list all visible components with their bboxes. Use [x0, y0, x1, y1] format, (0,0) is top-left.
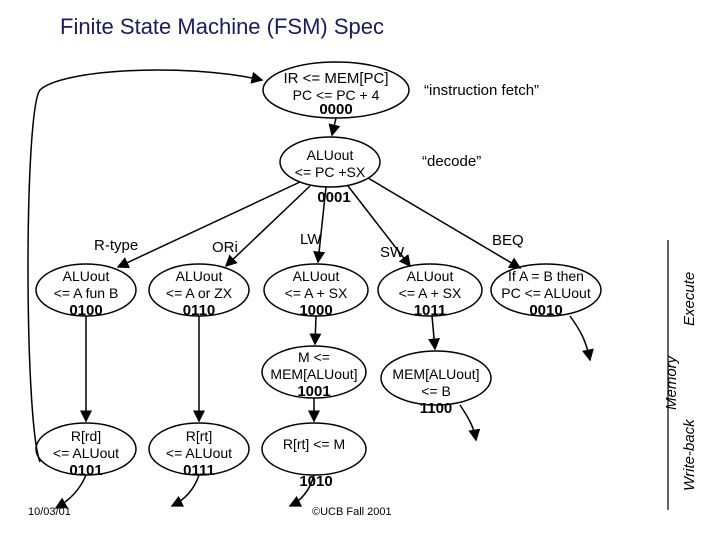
arrow-sw-return	[459, 404, 481, 442]
state-sw-exec: ALUout <= A + SX 1011	[378, 268, 482, 319]
state-lw-wb-code: 1010	[299, 473, 333, 490]
footer-copyright: ©UCB Fall 2001	[312, 506, 392, 518]
state-lw-mem: M <= MEM[ALUout] 1001	[262, 349, 366, 400]
state-rtype-exec-line2: <= A fun B	[53, 285, 119, 301]
phase-label-execute: Execute	[681, 271, 698, 326]
arrow-beq-return	[569, 315, 594, 362]
state-decode-line1: ALUout	[306, 147, 354, 163]
phase-label-memory: Memory	[663, 355, 680, 410]
state-lw-mem-line2: MEM[ALUout]	[270, 366, 358, 382]
state-ori-exec-line1: ALUout	[175, 268, 223, 284]
arrow-decode-beq	[367, 177, 522, 269]
branch-label-lw: LW	[300, 231, 322, 248]
state-sw-mem-ellipse	[380, 350, 492, 406]
arrow-decode-sw	[347, 185, 411, 268]
state-fetch-line2: PC <= PC + 4	[292, 87, 380, 103]
state-decode-line2: <= PC +SX	[294, 164, 366, 180]
state-fetch-code: 0000	[319, 101, 353, 118]
state-sw-exec-line1: ALUout	[406, 268, 454, 284]
arrow-sw-exec-mem	[428, 315, 441, 351]
arrow-decode-ori	[224, 185, 311, 268]
state-sw-mem-line1: MEM[ALUout]	[392, 366, 480, 382]
state-rtype-exec-code: 0100	[69, 302, 103, 319]
state-sw-exec-line2: <= A + SX	[398, 285, 462, 301]
annotation-decode: “decode”	[422, 153, 482, 170]
state-beq-exec-line1: If A = B then	[508, 268, 584, 284]
state-ori-exec-line2: <= A or ZX	[165, 285, 233, 301]
state-sw-mem-line2: <= B	[421, 383, 451, 399]
arrow-decode-lw	[313, 186, 327, 264]
phase-label-writeback: Write-back	[681, 419, 698, 491]
state-lw-wb: R[rt] <= M	[262, 436, 366, 453]
state-rtype-wb-line1: R[rd]	[70, 428, 102, 444]
arrow-decode-rtype	[116, 181, 301, 268]
branch-label-ori: ORi	[212, 239, 238, 256]
state-fetch: IR <= MEM[PC] PC <= PC + 4	[263, 70, 409, 104]
state-beq-exec: If A = B then PC <= ALUout 0010	[491, 268, 601, 319]
state-lw-wb-line1: R[rt] <= M	[282, 436, 346, 452]
state-ori-exec-code: 0110	[182, 302, 216, 319]
arrow-lw-exec-mem	[309, 315, 322, 346]
state-fetch-line1: IR <= MEM[PC]	[283, 70, 389, 87]
state-beq-exec-line2: PC <= ALUout	[501, 285, 591, 301]
state-lw-exec-line2: <= A + SX	[284, 285, 348, 301]
branch-label-beq: BEQ	[492, 232, 524, 249]
state-rtype-exec-line1: ALUout	[62, 268, 110, 284]
state-sw-mem-code: 1100	[419, 400, 453, 417]
state-ori-wb: R[rt] <= ALUout 0111	[149, 428, 249, 479]
state-beq-exec-ellipse	[490, 263, 602, 317]
state-decode: ALUout <= PC +SX	[280, 147, 380, 181]
state-lw-exec-code: 1000	[299, 302, 333, 319]
footer-date: 10/03/01	[28, 506, 71, 518]
state-lw-mem-code: 1001	[297, 383, 331, 400]
state-lw-mem-line1: M <=	[298, 349, 330, 365]
state-decode-code: 0001	[317, 189, 351, 206]
state-rtype-wb-line2: <= ALUout	[52, 445, 120, 461]
state-ori-wb-line2: <= ALUout	[165, 445, 233, 461]
arrow-ori-wb-return	[170, 474, 200, 507]
state-ori-wb-line1: R[rt]	[185, 428, 213, 444]
state-sw-exec-code: 1011	[413, 302, 447, 319]
arrow-fetch-decode	[328, 117, 341, 137]
arrow-lw-wb-return	[288, 474, 315, 507]
branch-label-sw: SW	[380, 244, 405, 261]
state-beq-exec-code: 0010	[529, 302, 563, 319]
state-rtype-wb-code: 0101	[69, 462, 103, 479]
state-rtype-exec: ALUout <= A fun B 0100	[36, 268, 136, 319]
state-rtype-wb: R[rd] <= ALUout 0101	[36, 428, 136, 479]
state-decode-ellipse	[279, 136, 381, 188]
state-sw-exec-ellipse	[377, 263, 483, 317]
branch-label-rtype: R-type	[94, 237, 139, 254]
annotation-instruction-fetch: “instruction fetch”	[424, 82, 540, 99]
state-ori-exec: ALUout <= A or ZX 0110	[149, 268, 249, 319]
state-ori-wb-code: 0111	[183, 462, 215, 479]
page-title: Finite State Machine (FSM) Spec	[60, 14, 385, 39]
state-sw-mem: MEM[ALUout] <= B 1100	[381, 366, 491, 417]
arrow-rtype-wb-return	[54, 474, 87, 509]
state-lw-exec-line1: ALUout	[292, 268, 340, 284]
state-lw-exec: ALUout <= A + SX 1000	[264, 268, 368, 319]
arrow-return-to-fetch	[27, 69, 264, 463]
